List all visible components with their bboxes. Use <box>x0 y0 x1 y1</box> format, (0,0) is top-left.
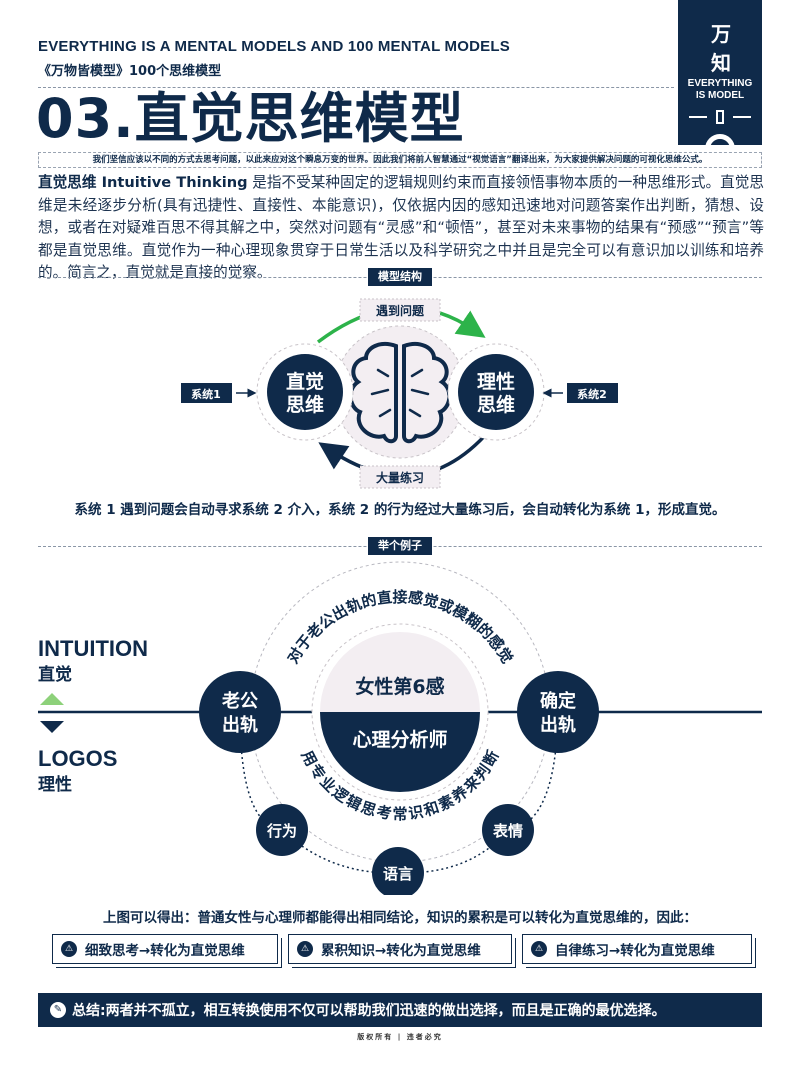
header-title-en: EVERYTHING IS A MENTAL MODELS AND 100 ME… <box>38 38 510 55</box>
node-rational-line1: 理性 <box>477 370 515 393</box>
structure-caption: 系统 1 遇到问题会自动寻求系统 2 介入，系统 2 的行为经过大量练习后，会自… <box>74 502 726 518</box>
tip-card: ⚠细致思考→转化为直觉思维 <box>52 934 278 964</box>
warning-icon: ⚠ <box>61 941 77 957</box>
logos-label-cn: 理性 <box>38 775 72 795</box>
node-behavior: 行为 <box>266 822 297 840</box>
header-title-cn: 《万物皆模型》100个思维模型 <box>38 64 222 79</box>
triangle-up-icon <box>40 693 64 705</box>
triangle-down-icon <box>40 721 64 733</box>
logo-mark: 万知 <box>711 22 731 75</box>
center-top-label: 女性第6感 <box>355 675 444 698</box>
node-confirmed-line1: 确定 <box>540 690 576 712</box>
note-icon: ✎ <box>50 1002 66 1018</box>
system2-label: 系统2 <box>577 387 607 401</box>
node-expression: 表情 <box>493 822 523 840</box>
structure-diagram: 直觉 思维 理性 思维 遇到问题 大量练习 系统1 系统2 <box>181 298 618 489</box>
tip-card: ⚠累积知识→转化为直觉思维 <box>288 934 512 964</box>
summary-bar: ✎总结:两者并不孤立，相互转换使用不仅可以帮助我们迅速的做出选择，而且是正确的最… <box>38 993 762 1027</box>
node-confirmed-line2: 出轨 <box>540 714 576 736</box>
intro-term: 直觉思维 Intuitive Thinking <box>38 174 248 191</box>
warning-icon: ⚠ <box>297 941 313 957</box>
section-label-structure: 模型结构 <box>368 268 432 286</box>
section-label-example: 举个例子 <box>368 537 432 555</box>
system1-label: 系统1 <box>191 387 221 401</box>
header-divider <box>38 87 674 88</box>
page-title: 03.直觉思维模型 <box>36 87 465 150</box>
copyright-footer: 版权所有 | 违者必究 <box>357 1033 443 1041</box>
label-encounter-problem: 遇到问题 <box>376 303 425 318</box>
intro-paragraph: 直觉思维 Intuitive Thinking 是指不受某种固定的逻辑规则约束而… <box>38 172 764 285</box>
node-husband-line2: 出轨 <box>222 714 258 736</box>
tagline: 我们坚信应该以不同的方式去思考问题，以此来应对这个瞬息万变的世界。因此我们将前人… <box>38 152 762 168</box>
node-rational-line2: 思维 <box>477 393 515 416</box>
node-intuitive-line1: 直觉 <box>286 370 324 393</box>
logo-separator <box>689 110 751 124</box>
node-language: 语言 <box>383 865 413 883</box>
logos-label: LOGOS <box>38 746 118 771</box>
label-practice: 大量练习 <box>376 470 424 485</box>
logo-ring-icon <box>705 134 735 164</box>
warning-icon: ⚠ <box>531 941 547 957</box>
example-diagram: 对于老公出轨的直接感觉或模糊的感觉 女性第6感 心理分析师 老公 出轨 确定 出… <box>38 561 762 895</box>
intuition-label: INTUITION <box>38 636 148 661</box>
center-bottom-label: 心理分析师 <box>352 728 447 751</box>
conclusion-text: 上图可以得出：普通女性与心理师都能得出相同结论，知识的累积是可以转化为直觉思维的… <box>103 910 697 926</box>
intuition-label-cn: 直觉 <box>38 665 72 685</box>
node-husband-line1: 老公 <box>222 690 258 712</box>
intro-text: 是指不受某种固定的逻辑规则约束而直接领悟事物本质的一种思维形式。直觉思维是未经逐… <box>38 174 764 281</box>
node-intuitive-line2: 思维 <box>286 393 324 416</box>
tip-card: ⚠自律练习→转化为直觉思维 <box>522 934 752 964</box>
